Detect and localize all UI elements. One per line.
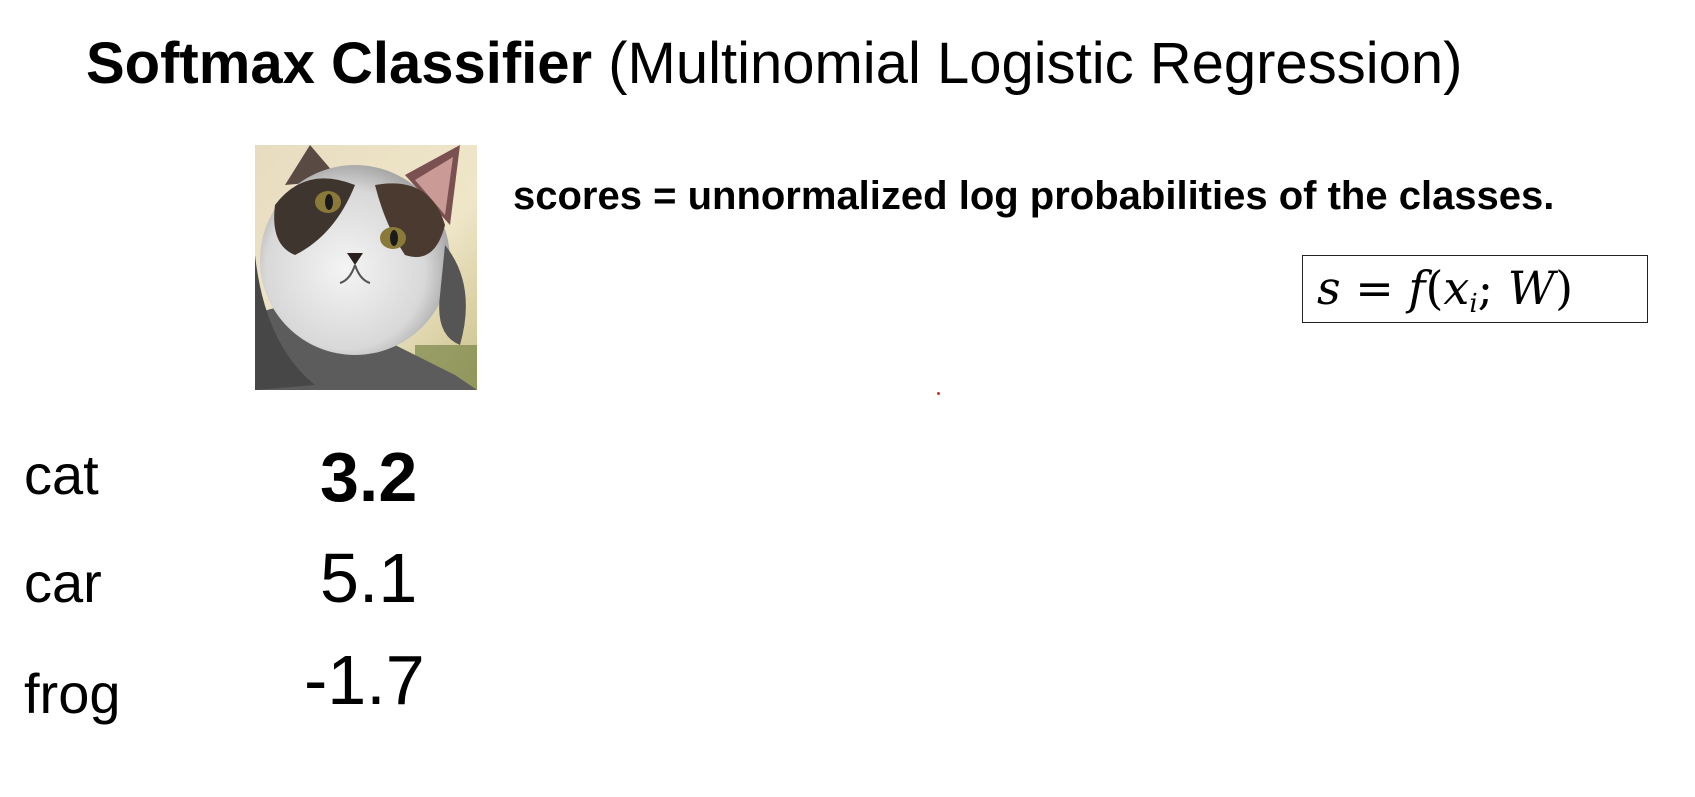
title-rest: (Multinomial Logistic Regression) bbox=[592, 31, 1463, 96]
formula-x: x bbox=[1443, 261, 1470, 315]
formula-open: ( bbox=[1425, 261, 1444, 315]
stray-dot bbox=[937, 392, 940, 395]
class-label-frog: frog bbox=[24, 662, 121, 725]
title-bold: Softmax Classifier bbox=[86, 31, 593, 96]
formula-i: i bbox=[1469, 289, 1478, 319]
cat-photo-illustration bbox=[255, 145, 477, 390]
class-label-car: car bbox=[24, 551, 102, 614]
score-cat: 3.2 bbox=[320, 438, 418, 516]
formula-s: s bbox=[1317, 261, 1341, 315]
class-label-cat: cat bbox=[24, 443, 99, 506]
score-formula: s = f(xi; W) bbox=[1302, 255, 1648, 323]
formula-W: W bbox=[1507, 261, 1556, 315]
formula-sep: ; bbox=[1477, 261, 1508, 315]
formula-eq: = bbox=[1340, 261, 1409, 315]
formula-f: f bbox=[1408, 261, 1426, 315]
scores-description: scores = unnormalized log probabilities … bbox=[513, 174, 1555, 218]
score-frog: -1.7 bbox=[304, 641, 425, 719]
score-car: 5.1 bbox=[320, 539, 418, 617]
formula-close: ) bbox=[1555, 261, 1574, 315]
cat-photo bbox=[255, 145, 477, 390]
slide-title: Softmax Classifier (Multinomial Logistic… bbox=[86, 28, 1462, 100]
